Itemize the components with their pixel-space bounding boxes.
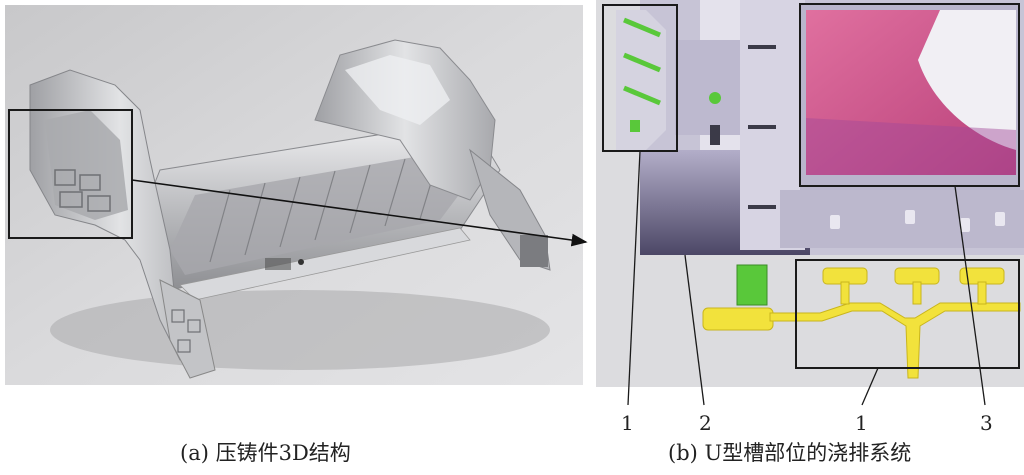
runner-frame xyxy=(795,259,1020,369)
panel-b-image xyxy=(596,0,1024,387)
detail-arrow xyxy=(131,179,588,247)
callout-1-runner: 1 xyxy=(855,411,868,435)
callout-3-cavity: 3 xyxy=(980,411,993,435)
panel-a-image xyxy=(5,5,583,385)
caption-panel-b: (b) U型槽部位的浇排系统 xyxy=(668,441,912,465)
cavity-frame xyxy=(799,3,1020,187)
leader-lines xyxy=(627,150,986,406)
caption-panel-a: (a) 压铸件3D结构 xyxy=(180,441,351,465)
callout-2-mold: 2 xyxy=(699,411,712,435)
detail-frame-a xyxy=(8,109,133,239)
callout-1-overflow: 1 xyxy=(621,411,634,435)
